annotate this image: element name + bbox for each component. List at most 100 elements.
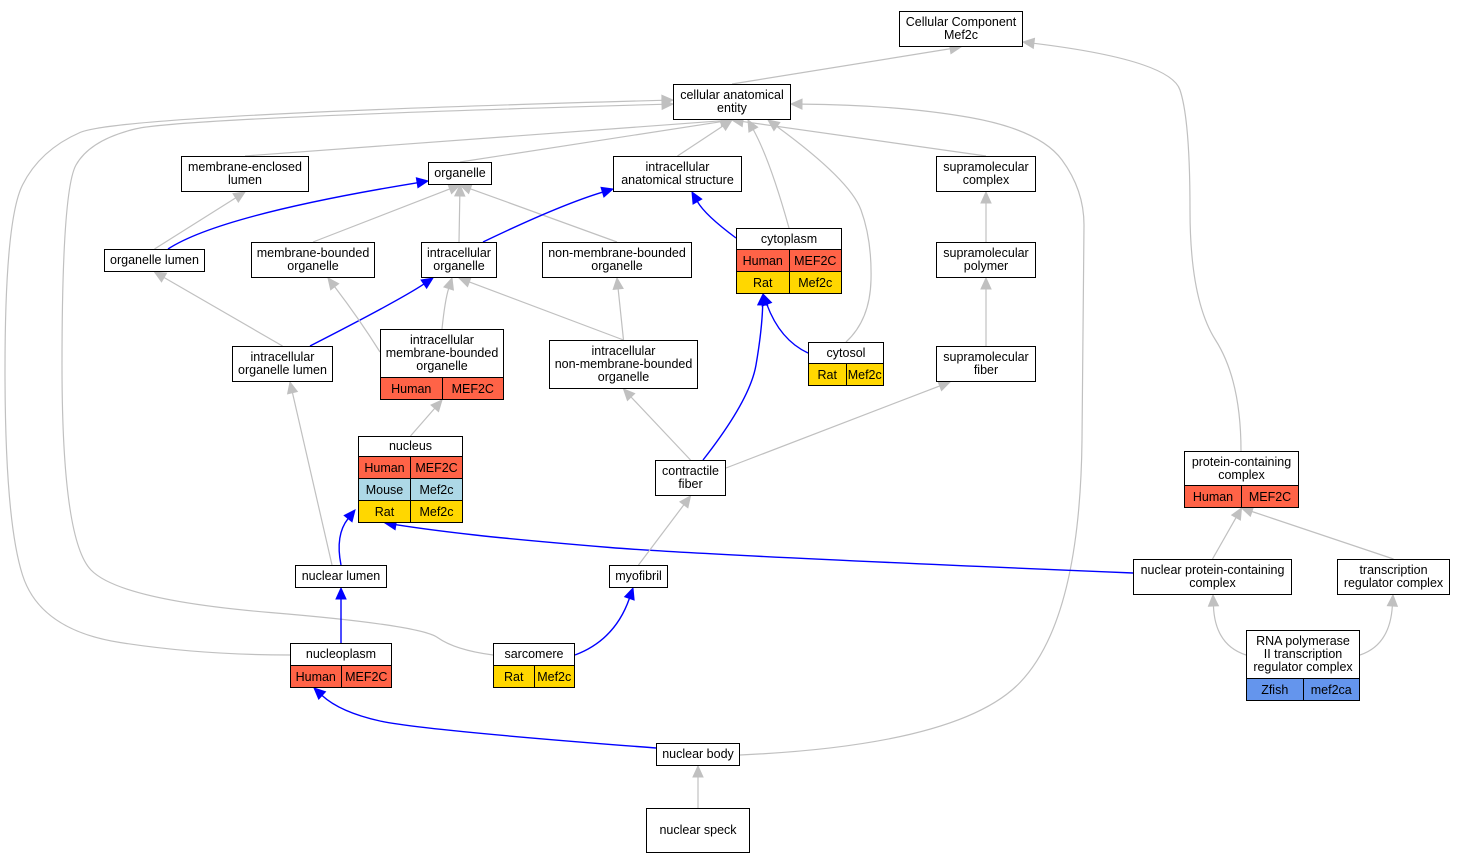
- edge-arrowhead: [980, 276, 992, 290]
- edge-intracellular-organelle-to-intracellular-anatomical-structure: [482, 186, 615, 243]
- term-node-nuclear-body[interactable]: nuclear body: [656, 743, 740, 766]
- edge-contractile-fiber-to-supramolecular-fiber: [725, 380, 952, 469]
- edge-arrowhead: [1021, 37, 1036, 50]
- edge-line: [291, 392, 333, 566]
- edge-arrowhead: [335, 586, 347, 600]
- term-node-contractile-fiber[interactable]: contractile fiber: [655, 460, 726, 496]
- edge-arrowhead: [622, 388, 636, 402]
- term-title: supramolecular complex: [943, 160, 1029, 187]
- edge-arrowhead: [980, 190, 992, 204]
- term-node-intracellular-membrane-bounded-organelle[interactable]: intracellular membrane-bounded organelle…: [380, 329, 504, 400]
- edge-arrowhead: [756, 292, 769, 306]
- edge-line: [167, 182, 418, 250]
- edge-line: [309, 283, 425, 347]
- term-node-cellular-component[interactable]: Cellular Component Mef2c: [899, 11, 1023, 47]
- gene-cell: Mef2c: [410, 501, 462, 522]
- edge-nuclear-speck-to-nuclear-body: [692, 764, 704, 808]
- term-node-nuclear-protein-containing-complex[interactable]: nuclear protein-containing complex: [1133, 559, 1292, 595]
- term-title: nuclear protein-containing complex: [1140, 563, 1285, 590]
- term-node-intracellular-anatomical-structure[interactable]: intracellular anatomical structure: [613, 156, 742, 192]
- edge-line: [1033, 42, 1242, 452]
- species-cell: Human: [391, 381, 432, 396]
- term-title: Cellular Component Mef2c: [905, 15, 1017, 42]
- edge-arrowhead: [600, 186, 615, 198]
- species-cell: Rat: [504, 669, 524, 684]
- term-title: intracellular organelle lumen: [238, 350, 327, 377]
- term-node-supramolecular-complex[interactable]: supramolecular complex: [936, 156, 1036, 192]
- edge-line: [1359, 605, 1393, 656]
- term-node-supramolecular-polymer[interactable]: supramolecular polymer: [936, 242, 1036, 278]
- edge-arrowhead: [692, 764, 704, 778]
- edge-arrowhead: [415, 177, 430, 189]
- edge-nuclear-protein-containing-complex-to-protein-containing-complex: [1211, 506, 1243, 560]
- term-node-cellular-anatomical-entity[interactable]: cellular anatomical entity: [673, 84, 791, 120]
- term-title: membrane-bounded organelle: [256, 246, 370, 273]
- species-cell: Rat: [374, 504, 395, 519]
- edge-line: [244, 120, 722, 157]
- edge-cytoplasm-to-cellular-anatomical-entity: [747, 118, 790, 229]
- edge-arrowhead: [454, 183, 466, 197]
- term-node-transcription-regulator-complex[interactable]: transcription regulator complex: [1337, 559, 1450, 595]
- term-title: non-membrane-bounded organelle: [548, 246, 686, 273]
- term-title: nucleus: [388, 439, 433, 453]
- term-node-membrane-bounded-organelle[interactable]: membrane-bounded organelle: [251, 242, 375, 278]
- term-title: nuclear lumen: [301, 569, 381, 583]
- term-node-organelle-lumen[interactable]: organelle lumen: [104, 249, 205, 272]
- edge-arrowhead: [1386, 593, 1399, 607]
- term-title: contractile fiber: [662, 464, 719, 491]
- edge-line: [1251, 510, 1394, 560]
- edge-arrowhead: [612, 276, 624, 291]
- edge-cytosol-to-cytoplasm: [761, 292, 809, 354]
- edge-organelle-lumen-to-membrane-enclosed-lumen: [154, 191, 247, 250]
- edge-arrowhead: [457, 276, 472, 288]
- term-title: protein-containing complex: [1191, 454, 1292, 482]
- species-cell: Human: [364, 460, 405, 475]
- annotation-row: Rat Mef2c: [359, 500, 462, 522]
- gene-cell: MEF2C: [1241, 486, 1298, 507]
- edge-non-membrane-bounded-organelle-to-organelle: [458, 183, 618, 243]
- edge-arrowhead: [286, 380, 299, 395]
- term-node-nuclear-lumen[interactable]: nuclear lumen: [295, 565, 387, 588]
- edge-sarcomere-to-cellular-anatomical-entity: [61, 98, 675, 656]
- edge-line: [1212, 605, 1247, 656]
- edge-line: [696, 201, 737, 239]
- term-node-rna-polymerase-ii[interactable]: RNA polymerase II transcription regulato…: [1246, 630, 1360, 701]
- term-node-intracellular-organelle-lumen[interactable]: intracellular organelle lumen: [232, 346, 333, 382]
- term-title: intracellular organelle: [427, 246, 491, 273]
- edge-intracellular-membrane-bounded-organelle-to-intracellular-organelle: [441, 276, 455, 330]
- edge-intracellular-non-membrane-bounded-organelle-to-non-membrane-bounded-organelle: [612, 276, 625, 341]
- edge-arrowhead: [747, 118, 759, 133]
- gene-cell: MEF2C: [340, 666, 392, 687]
- term-node-myofibril[interactable]: myofibril: [609, 565, 668, 588]
- term-node-supramolecular-fiber[interactable]: supramolecular fiber: [936, 346, 1036, 382]
- term-node-membrane-enclosed-lumen[interactable]: membrane-enclosed lumen: [181, 156, 309, 192]
- edge-line: [61, 103, 663, 656]
- edge-arrowhead: [691, 190, 703, 205]
- edge-intracellular-membrane-bounded-organelle-to-membrane-bounded-organelle: [327, 277, 381, 353]
- term-node-organelle[interactable]: organelle: [428, 162, 492, 185]
- edge-line: [338, 518, 349, 566]
- edge-nuclear-body-to-cellular-anatomical-entity: [739, 98, 1085, 756]
- term-node-non-membrane-bounded-organelle[interactable]: non-membrane-bounded organelle: [542, 242, 692, 278]
- edge-sarcomere-to-myofibril: [574, 586, 635, 656]
- term-title: RNA polymerase II transcription regulato…: [1253, 634, 1353, 674]
- edge-line: [459, 121, 722, 163]
- edge-rna-polymerase-ii-to-nuclear-protein-containing-complex: [1207, 593, 1247, 656]
- term-node-intracellular-non-membrane-bounded-organelle[interactable]: intracellular non-membrane-bounded organ…: [549, 340, 698, 389]
- term-node-intracellular-organelle[interactable]: intracellular organelle: [421, 242, 497, 278]
- edge-arrowhead: [719, 119, 734, 132]
- edge-line: [752, 129, 790, 229]
- edge-line: [638, 504, 685, 566]
- species-cell: Mouse: [365, 482, 404, 497]
- term-node-nuclear-speck[interactable]: nuclear speck: [646, 808, 750, 853]
